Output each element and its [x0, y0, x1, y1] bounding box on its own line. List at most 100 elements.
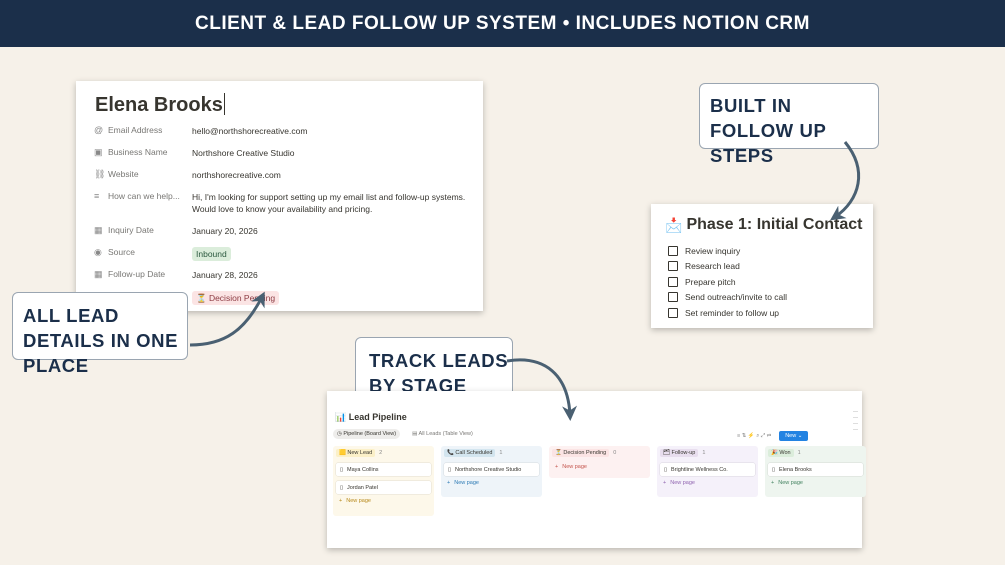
arrow-to-status	[189, 291, 265, 347]
card-title: Jordan Patel	[347, 484, 378, 491]
toolbar: ≡ ⇅ ⚡ ⌕ ⤢ ⇄ New ⌄	[737, 431, 809, 441]
prop-email[interactable]: @ Email Address hello@northshorecreative…	[94, 125, 474, 137]
checkbox[interactable]	[668, 246, 678, 256]
checklist-label: Send outreach/invite to call	[685, 292, 788, 302]
new-page-label: New page	[346, 498, 371, 504]
checkbox[interactable]	[668, 261, 678, 271]
page-icon: ▯	[664, 466, 668, 473]
callout-text: BUILT IN FOLLOW UP STEPS	[710, 95, 827, 166]
plus-icon: +	[447, 480, 451, 486]
phase-card: 📩Phase 1: Initial Contact Review inquiry…	[651, 204, 873, 328]
new-page-button[interactable]: +New page	[663, 480, 755, 486]
envelope-icon: 📩	[665, 216, 683, 233]
lead-name[interactable]: Elena Brooks	[95, 93, 225, 117]
column-count: 1	[499, 450, 503, 456]
callout-text: TRACK LEADS BY STAGE	[369, 350, 509, 396]
prop-help[interactable]: ≡ How can we help... Hi, I'm looking for…	[94, 191, 474, 215]
checklist-label: Research lead	[685, 261, 740, 271]
new-page-button[interactable]: +New page	[555, 464, 647, 470]
checkbox[interactable]	[668, 292, 678, 302]
prop-label: Email Address	[108, 125, 163, 135]
new-page-label: New page	[454, 480, 479, 486]
prop-value: January 28, 2026	[192, 270, 258, 280]
lead-name-text: Elena Brooks	[95, 94, 223, 116]
callout-text: ALL LEAD DETAILS IN ONE PLACE	[23, 305, 179, 376]
checklist-item[interactable]: Review inquiry	[668, 246, 740, 256]
at-icon: @	[94, 125, 104, 135]
checklist-label: Prepare pitch	[685, 277, 736, 287]
column-label: 🗂 Follow-up	[660, 449, 699, 457]
column-count: 2	[379, 450, 383, 456]
lead-card[interactable]: ▯Brightline Wellness Co.	[660, 463, 755, 476]
view-tabs: ◷ Pipeline (Board View) ▤ All Leads (Tab…	[333, 429, 477, 439]
text-cursor	[223, 93, 225, 115]
card-title: Maya Collins	[347, 466, 379, 473]
lead-card[interactable]: ▯Elena Brooks	[768, 463, 863, 476]
prop-label: How can we help...	[108, 191, 180, 201]
column-label: 📞 Call Scheduled	[444, 449, 496, 457]
toolbar-icons[interactable]: ≡ ⇅ ⚡ ⌕ ⤢ ⇄	[737, 432, 772, 439]
briefcase-icon: ▣	[94, 147, 103, 157]
banner-title: CLIENT & LEAD FOLLOW UP SYSTEM • INCLUDE…	[195, 12, 810, 34]
arrow-to-phase	[830, 141, 861, 221]
new-page-label: New page	[778, 480, 803, 486]
page-icon: ▯	[448, 466, 452, 473]
phase-title: 📩Phase 1: Initial Contact	[665, 216, 862, 234]
source-icon: ◉	[94, 247, 102, 257]
prop-inquiry-date[interactable]: ▦ Inquiry Date January 20, 2026	[94, 225, 474, 237]
checkbox[interactable]	[668, 277, 678, 287]
lead-card[interactable]: ▯Jordan Patel	[336, 481, 431, 494]
prop-value: January 20, 2026	[192, 226, 258, 236]
calendar-icon: ▦	[94, 269, 103, 279]
plus-icon: +	[555, 464, 559, 470]
column-count: 1	[702, 450, 706, 456]
lead-card[interactable]: ▯Northshore Creative Studio	[444, 463, 539, 476]
new-button-label: New	[785, 433, 797, 439]
prop-followup-date[interactable]: ▦ Follow-up Date January 28, 2026	[94, 269, 474, 281]
new-page-button[interactable]: +New page	[771, 480, 863, 486]
checklist-item[interactable]: Research lead	[668, 261, 740, 271]
checklist-item[interactable]: Set reminder to follow up	[668, 308, 779, 318]
column-count: 1	[797, 450, 801, 456]
prop-label: Inquiry Date	[108, 225, 154, 235]
plus-icon: +	[663, 480, 667, 486]
page-icon: ▯	[340, 466, 344, 473]
plus-icon: +	[339, 498, 343, 504]
new-page-button[interactable]: +New page	[339, 498, 431, 504]
column-count: 0	[613, 450, 617, 456]
column-label: 🟨 New Lead	[336, 449, 376, 457]
tab-board-view[interactable]: ◷ Pipeline (Board View)	[333, 429, 401, 439]
column-label: 🎉 Won	[768, 449, 794, 457]
checklist-label: Review inquiry	[685, 246, 741, 256]
checklist-item[interactable]: Send outreach/invite to call	[668, 292, 787, 302]
callout-built-in-steps: BUILT IN FOLLOW UP STEPS	[699, 83, 879, 166]
checkbox[interactable]	[668, 308, 678, 318]
prop-label: Source	[108, 247, 135, 257]
callout-all-lead-details: ALL LEAD DETAILS IN ONE PLACE	[12, 292, 188, 376]
phase-title-text: Phase 1: Initial Contact	[686, 216, 863, 233]
card-title: Brightline Wellness Co.	[671, 466, 728, 473]
new-page-label: New page	[670, 480, 695, 486]
tab-table-view[interactable]: ▤ All Leads (Table View)	[412, 431, 473, 437]
new-button[interactable]: New ⌄	[779, 431, 809, 441]
pipeline-title: 📊 Lead Pipeline	[335, 412, 407, 422]
text-lines-icon: ≡	[94, 191, 100, 201]
plus-icon: +	[771, 480, 775, 486]
prop-label: Follow-up Date	[108, 269, 166, 279]
prop-value: hello@northshorecreative.com	[192, 126, 308, 136]
new-page-button[interactable]: +New page	[447, 480, 539, 486]
prop-value: northshorecreative.com	[192, 170, 281, 180]
link-icon: ⛓	[94, 169, 106, 179]
calendar-icon: ▦	[94, 225, 103, 235]
prop-business[interactable]: ▣ Business Name Northshore Creative Stud…	[94, 147, 474, 159]
checklist-item[interactable]: Prepare pitch	[668, 277, 736, 287]
prop-source[interactable]: ◉ Source Inbound	[94, 247, 474, 261]
prop-website[interactable]: ⛓ Website northshorecreative.com	[94, 169, 474, 181]
lead-card[interactable]: ▯Maya Collins	[336, 463, 431, 476]
prop-label: Website	[108, 169, 139, 179]
